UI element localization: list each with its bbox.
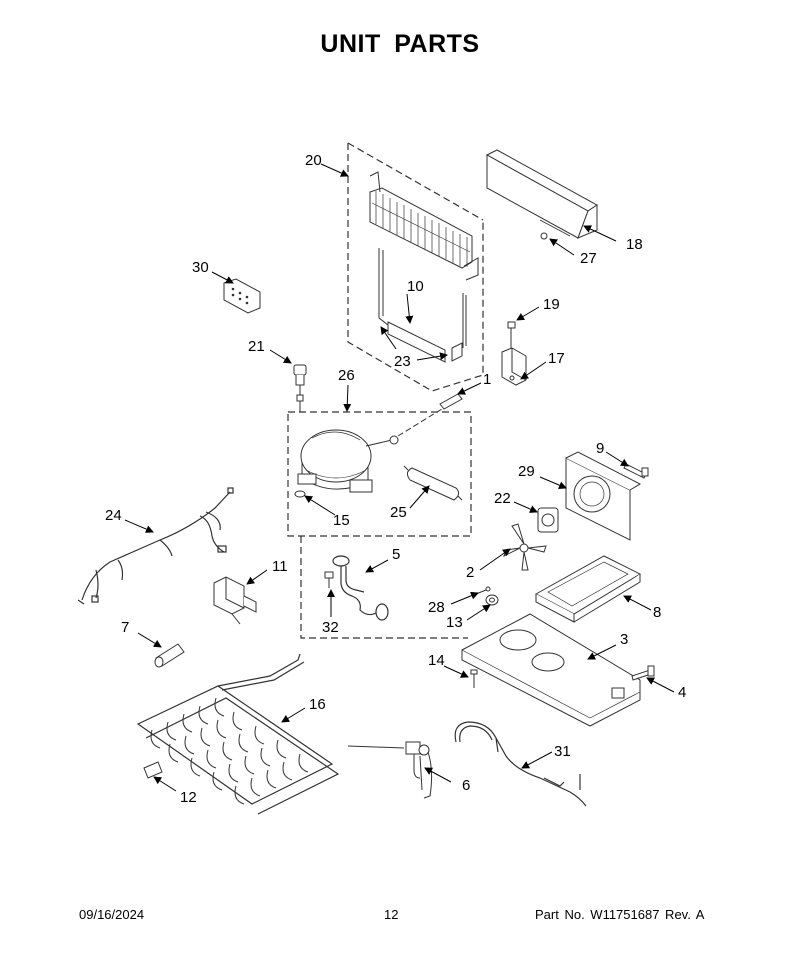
callout-15: 15 xyxy=(333,512,350,529)
callout-19: 19 xyxy=(543,296,560,313)
callout-leaders xyxy=(124,163,675,792)
callout-4: 4 xyxy=(678,684,686,701)
part-12-clip xyxy=(143,761,163,779)
callout-2: 2 xyxy=(466,564,474,581)
callout-23: 23 xyxy=(394,353,411,370)
part-25-drier xyxy=(403,465,463,501)
footer-page-number: 12 xyxy=(384,907,399,922)
callout-14: 14 xyxy=(428,652,445,669)
part-20-condenser-coil xyxy=(369,171,479,281)
callout-17: 17 xyxy=(548,350,565,367)
callout-18: 18 xyxy=(626,236,643,253)
callout-6: 6 xyxy=(462,777,470,794)
part-18-shroud xyxy=(485,149,598,240)
callout-8: 8 xyxy=(653,604,661,621)
part-9-screw xyxy=(623,463,649,479)
callout-16: 16 xyxy=(309,696,326,713)
part-31-tubing xyxy=(454,721,587,807)
part-10-tubing xyxy=(378,248,467,363)
part-21-plug xyxy=(293,364,307,412)
callout-11: 11 xyxy=(272,558,288,575)
callout-28: 28 xyxy=(428,599,445,616)
callout-labels: 20 10 23 1 18 27 30 19 17 21 26 9 29 22 … xyxy=(105,152,686,806)
footer-date: 09/16/2024 xyxy=(79,907,145,922)
callout-26: 26 xyxy=(338,367,355,384)
part-30-bracket xyxy=(223,278,261,314)
part-13-grommet xyxy=(485,594,499,606)
callout-9: 9 xyxy=(596,440,604,457)
condenser-group-outline xyxy=(347,142,484,392)
callout-13: 13 xyxy=(446,614,463,631)
callout-3: 3 xyxy=(620,631,628,648)
part-26-compressor xyxy=(294,429,399,498)
callout-21: 21 xyxy=(248,338,265,355)
part-16-coil xyxy=(136,653,340,815)
callout-24: 24 xyxy=(105,507,122,524)
part-28-screw xyxy=(475,586,491,595)
part-14-screw xyxy=(470,669,478,688)
footer-part-number: Part No. W11751687 Rev. A xyxy=(535,907,705,922)
part-24-wire-harness xyxy=(77,487,234,605)
part-6-valve xyxy=(347,741,433,799)
part-5-hose xyxy=(332,555,389,621)
callout-1: 1 xyxy=(483,371,491,388)
callout-29: 29 xyxy=(518,463,535,480)
part-7-tube xyxy=(154,643,185,668)
callout-32: 32 xyxy=(322,619,339,636)
part-29-fan-shroud xyxy=(565,451,642,541)
part-4-screw xyxy=(631,665,655,681)
callout-10: 10 xyxy=(407,278,424,295)
callout-25: 25 xyxy=(390,504,407,521)
part-19-screw xyxy=(507,321,516,348)
part-32-screw xyxy=(324,571,334,588)
callout-7: 7 xyxy=(121,619,129,636)
callout-12: 12 xyxy=(180,789,197,806)
part-8-drain-pan xyxy=(534,555,642,623)
callout-30: 30 xyxy=(192,259,209,276)
part-17-bracket xyxy=(501,347,527,386)
callout-20: 20 xyxy=(305,152,322,169)
part-3-base-plate xyxy=(461,613,641,727)
callout-31: 31 xyxy=(554,743,571,760)
page-title: UNIT PARTS xyxy=(320,30,480,58)
part-1-capillary-tube xyxy=(439,393,463,410)
callout-27: 27 xyxy=(580,250,597,267)
callout-5: 5 xyxy=(392,546,400,563)
callout-22: 22 xyxy=(494,490,511,507)
compressor-group-outline xyxy=(287,411,472,639)
tube-connection-line xyxy=(397,403,451,437)
part-22-fan-motor xyxy=(537,507,559,533)
part-11-relay xyxy=(213,576,257,625)
